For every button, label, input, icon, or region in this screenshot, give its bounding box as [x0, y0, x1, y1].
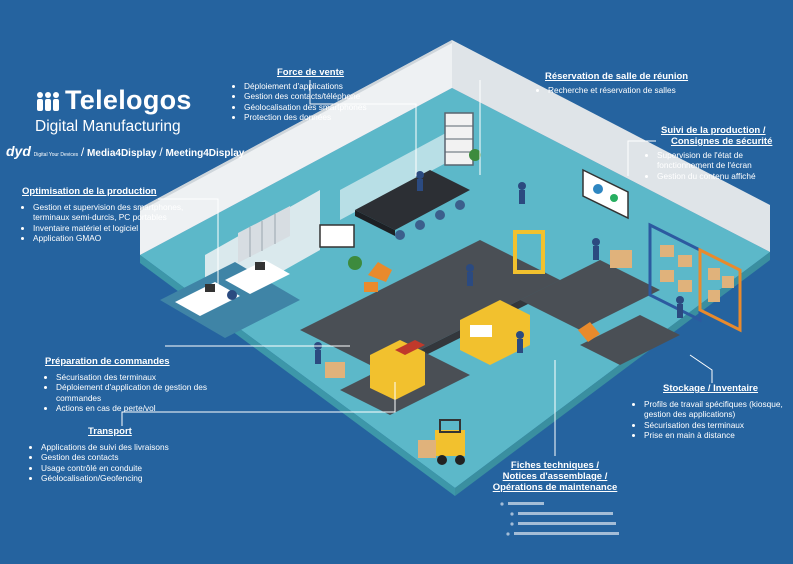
machine-screen — [470, 325, 492, 337]
section-title: Force de vente — [277, 67, 345, 78]
section-title-line2: Notices d'assemblage / — [502, 471, 608, 482]
list-item: Actions en cas de perte/vol — [56, 403, 215, 413]
storage-rack-2 — [698, 247, 742, 333]
list-item: Applications de suivi des livraisons — [41, 442, 215, 452]
assembly-machine — [460, 300, 530, 365]
section-transport: Transport Applications de suivi des livr… — [30, 426, 215, 483]
section-reservation: Réservation de salle de réunion Recherch… — [537, 71, 727, 95]
packaging-machine — [370, 340, 425, 400]
desk-monitor-2 — [255, 262, 265, 270]
wall-screen-office — [319, 224, 355, 248]
section-list: Supervision de l'état de fonctionnement … — [645, 150, 790, 181]
conveyor-end — [580, 315, 680, 365]
list-item: Géolocalisation des smartphones — [244, 102, 403, 112]
list-item: Recherche et réservation de salles — [548, 85, 727, 95]
meeting-chair — [395, 230, 405, 240]
list-item: Déploiement d'application de gestion des… — [56, 382, 215, 403]
section-list: Recherche et réservation de salles — [537, 85, 727, 95]
desk-1 — [175, 282, 240, 316]
robot-arm-1 — [368, 262, 392, 282]
partner-logos: dyd Digital Your Devices / Media4Display… — [6, 143, 245, 159]
list-item: Géolocalisation/Geofencing — [41, 473, 215, 483]
rack-box — [660, 245, 674, 257]
section-list: Déploiement d'applications Gestion des c… — [233, 81, 403, 122]
section-title-line3: Opérations de maintenance — [492, 482, 618, 493]
list-item: Sécurisation des terminaux — [56, 372, 215, 382]
forklift — [435, 430, 465, 456]
list-item: Gestion des contacts — [41, 452, 215, 462]
section-fiches: Fiches techniques / Notices d'assemblage… — [470, 460, 640, 543]
section-title: Préparation de commandes — [45, 356, 170, 367]
floor-edge-right — [455, 252, 770, 496]
conveyor-gantry — [513, 230, 545, 274]
section-preparation: Préparation de commandes Sécurisation de… — [45, 356, 215, 413]
section-list: Gestion et supervision des smartphones, … — [22, 202, 187, 243]
list-item: Gestion et supervision des smartphones, … — [33, 202, 187, 223]
partner-meeting4display: Meeting4Display — [165, 148, 245, 159]
list-item: Prise en main à distance — [644, 430, 791, 440]
section-title: Stockage / Inventaire — [663, 383, 759, 394]
plant — [348, 256, 362, 270]
meeting-glass-wall — [340, 120, 470, 220]
list-item: Profils de travail spécifiques (kiosque,… — [644, 399, 791, 420]
list-item: Usage contrôlé en conduite — [41, 463, 215, 473]
section-title: Optimisation de la production — [22, 186, 157, 197]
order-box — [325, 362, 345, 378]
robot-arm-2 — [578, 322, 600, 342]
brand-subtitle: Digital Manufacturing — [35, 118, 181, 135]
list-item: Sécurisation des terminaux — [644, 420, 791, 430]
partner-dyd: dyd — [6, 143, 31, 159]
section-optimisation: Optimisation de la production Gestion et… — [22, 186, 187, 243]
meeting-table — [355, 170, 470, 230]
section-stockage: Stockage / Inventaire Profils de travail… — [633, 383, 791, 440]
section-title: Suivi de la production / — [661, 125, 766, 136]
section-force-vente: Force de vente Déploiement d'application… — [233, 67, 403, 122]
section-suivi: Suivi de la production / Consignes de sé… — [645, 125, 790, 181]
office-worker — [227, 290, 237, 300]
list-item: Inventaire matériel et logiciel — [33, 223, 187, 233]
blurred-item-lines — [500, 502, 619, 536]
pallet-boxes — [610, 250, 632, 268]
section-list: Profils de travail spécifiques (kiosque,… — [633, 399, 791, 440]
desk-monitor-1 — [205, 284, 215, 292]
telelogos-logo-icon — [37, 91, 59, 111]
brand-name: Telelogos — [65, 85, 192, 115]
section-title: Transport — [88, 426, 132, 437]
list-item: Gestion des contacts/téléphone — [244, 91, 403, 101]
list-item: Application GMAO — [33, 233, 187, 243]
partner-tagline: Digital Your Devices — [33, 152, 79, 158]
wall-screen-production — [582, 168, 629, 220]
section-title: Fiches techniques / — [510, 460, 600, 471]
section-title-line2: Consignes de sécurité — [671, 136, 773, 147]
storage-rack-1 — [648, 222, 702, 323]
list-item: Protection des données — [244, 112, 403, 122]
forklift-load — [418, 440, 436, 458]
wall-right — [452, 40, 770, 252]
section-list: Sécurisation des terminaux Déploiement d… — [45, 372, 215, 413]
list-item: Gestion du contenu affiché — [657, 171, 790, 181]
conveyor-right — [520, 260, 660, 330]
desk-2 — [225, 260, 290, 294]
partner-media4display: Media4Display — [87, 148, 157, 159]
workers — [314, 171, 684, 364]
brand-block: Telelogos Digital Manufacturing — [35, 85, 192, 136]
lockers — [238, 206, 290, 263]
conveyor-main — [300, 240, 560, 370]
section-title: Réservation de salle de réunion — [545, 71, 689, 82]
callout-lines — [121, 80, 713, 456]
list-item: Déploiement d'applications — [244, 81, 403, 91]
list-item: Supervision de l'état de fonctionnement … — [657, 150, 790, 171]
section-list: Applications de suivi des livraisons Ges… — [30, 442, 215, 483]
